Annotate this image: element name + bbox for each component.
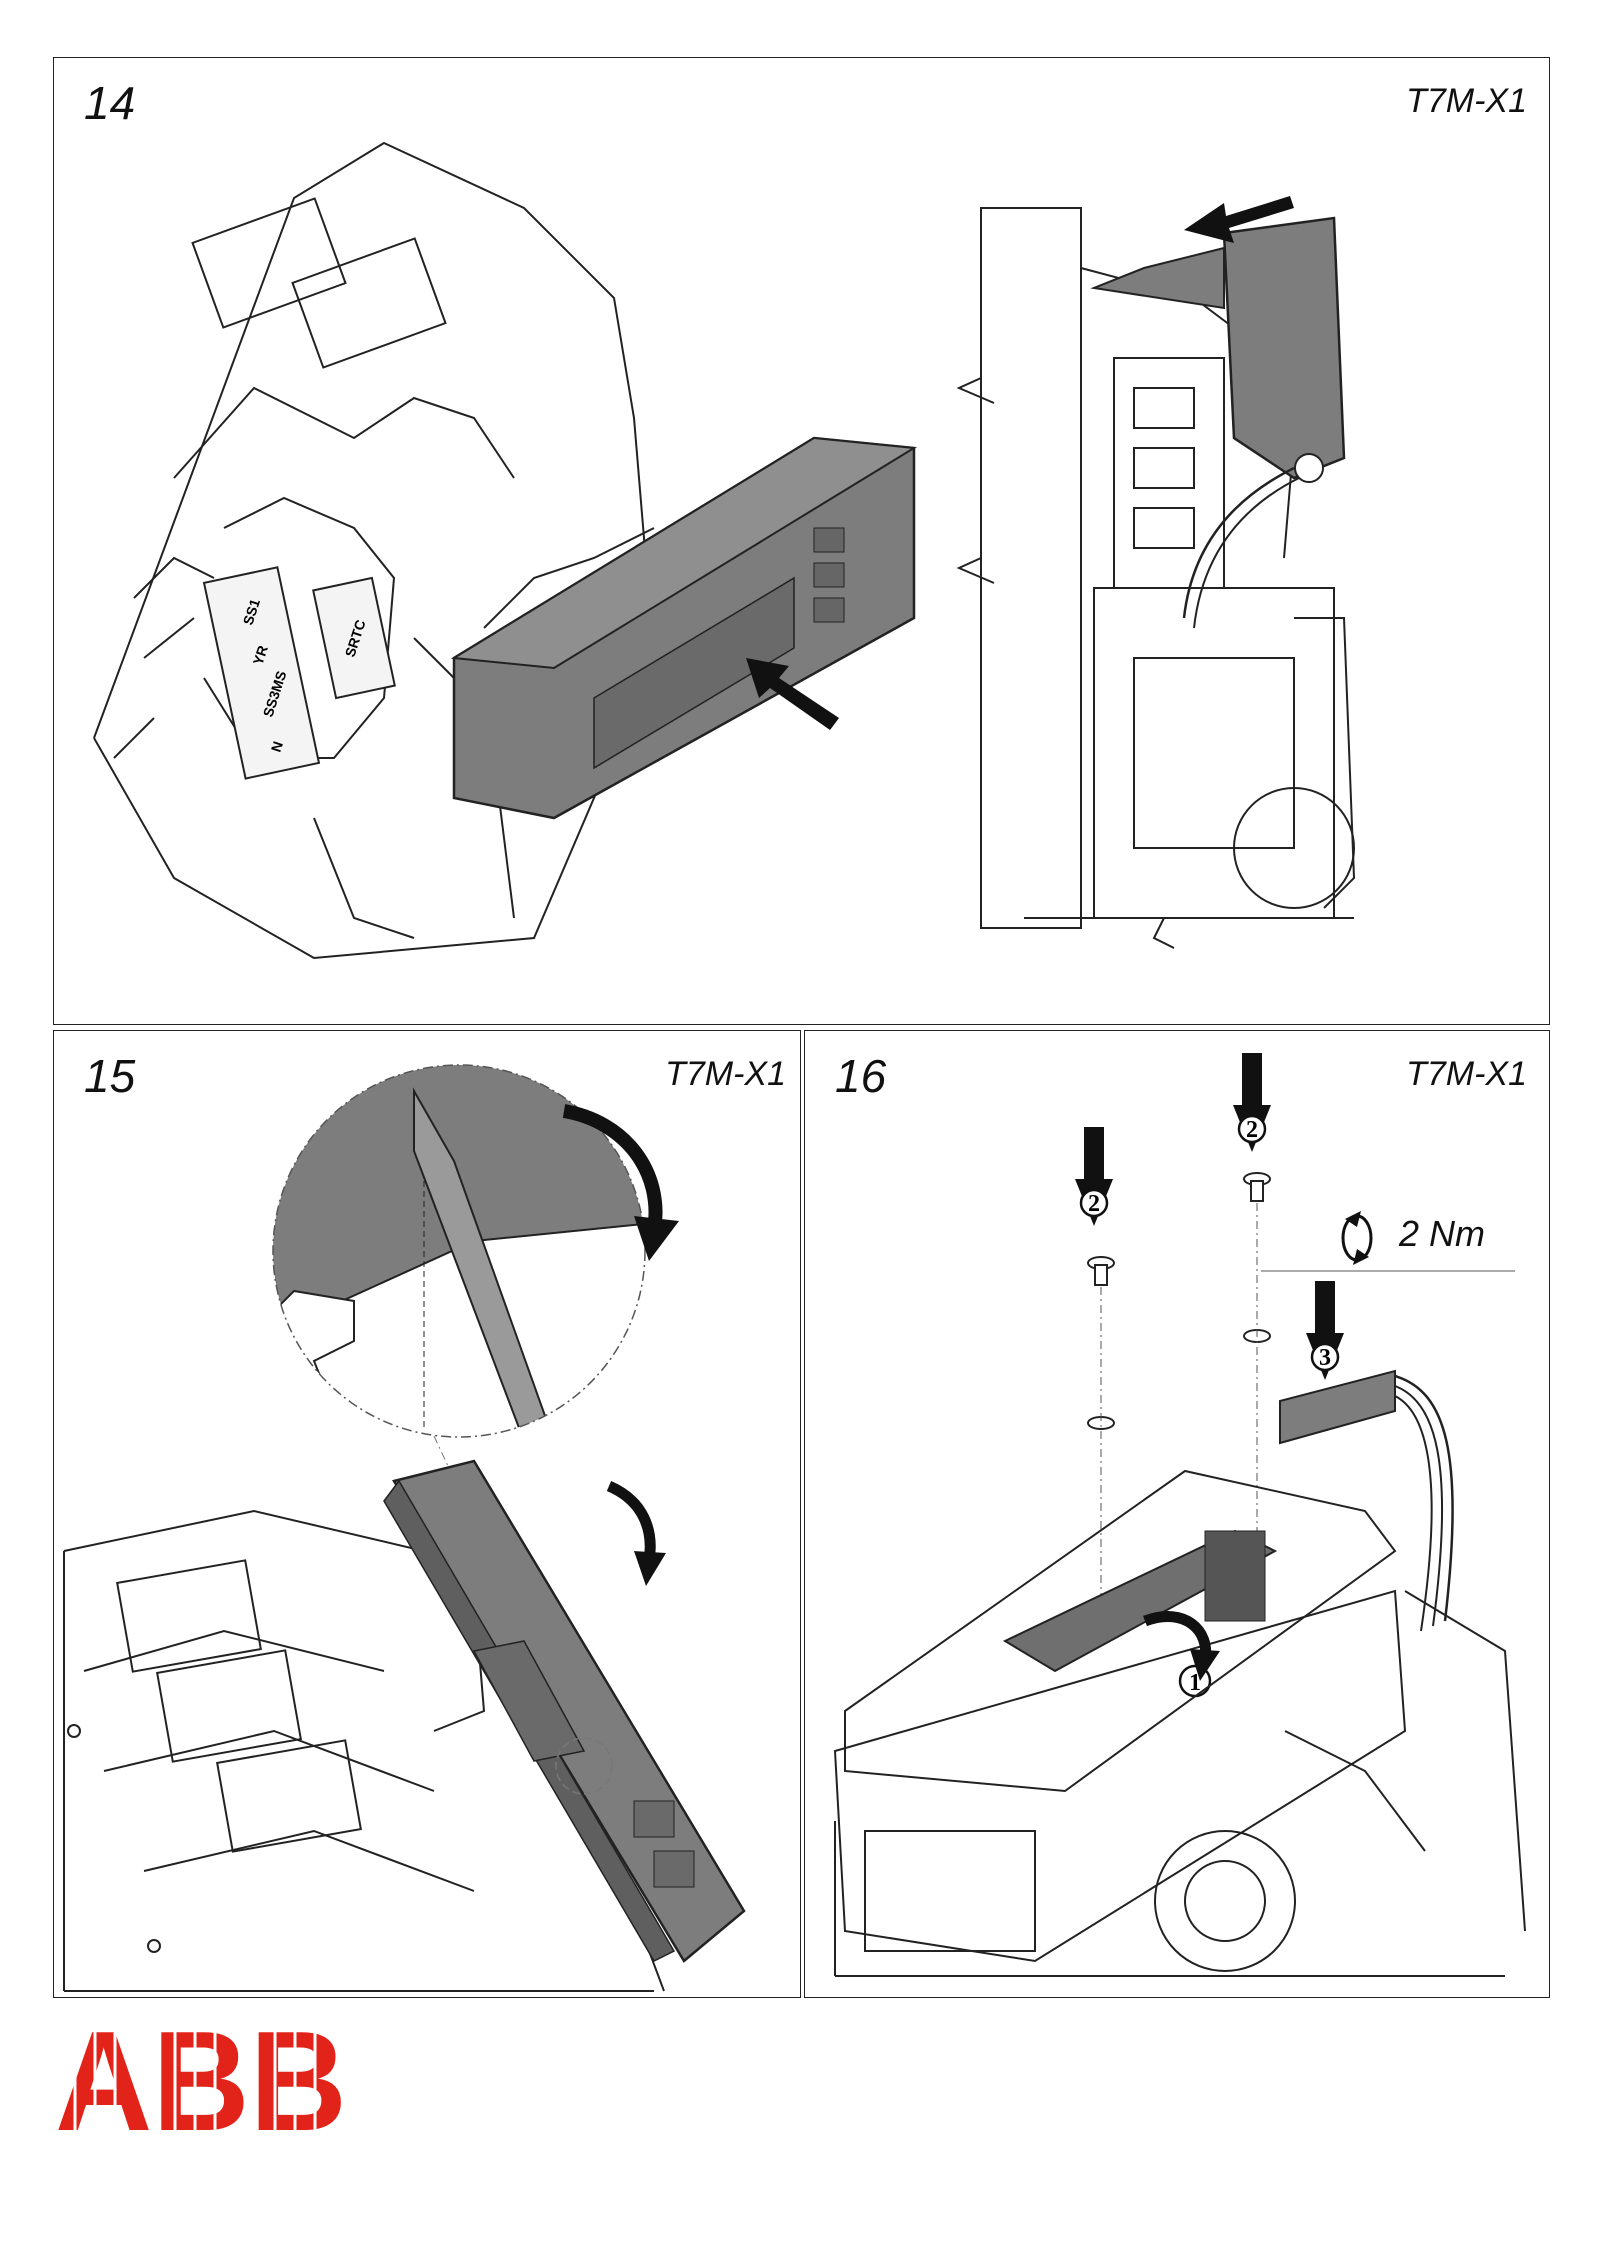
abb-logo-text: ABB — [55, 2018, 347, 2138]
callout-2-left: 2 — [1088, 1191, 1100, 1217]
relay-label-n: N — [268, 739, 286, 754]
step-15-panel: 15 T7M-X1 — [53, 1030, 801, 1998]
torque-value: 2 Nm — [1399, 1213, 1486, 1254]
model-label: T7M-X1 — [1406, 1055, 1527, 1093]
step-16-illustration: 2 2 3 1 — [833, 1053, 1526, 1977]
connector — [1279, 1369, 1454, 1632]
trip-unit-module — [450, 436, 918, 820]
step-14-panel: 14 T7M-X1 SS1 YR SS3MS N SRTC — [53, 57, 1550, 1025]
model-label: T7M-X1 — [665, 1055, 786, 1093]
step-number: 14 — [84, 77, 136, 129]
relay-label-yr: YR — [250, 643, 271, 666]
step-14-illustration: SS1 YR SS3MS N SRTC — [93, 141, 1356, 960]
callout-2-right: 2 — [1246, 1117, 1258, 1143]
step-15-illustration — [63, 1064, 746, 1992]
abb-logo: ABB — [55, 2018, 347, 2138]
step-number: 15 — [84, 1050, 136, 1102]
trip-unit-module — [1002, 1529, 1278, 1673]
side-module — [1090, 216, 1346, 629]
step-16-panel: 16 T7M-X1 2 Nm 2 2 3 1 — [804, 1030, 1550, 1998]
callout-3: 3 — [1319, 1345, 1331, 1371]
step-number: 16 — [835, 1050, 887, 1102]
callout-1: 1 — [1189, 1670, 1201, 1696]
relay-label-ss1: SS1 — [240, 597, 263, 627]
trip-unit-module — [383, 1459, 746, 1963]
model-label: T7M-X1 — [1406, 82, 1527, 120]
